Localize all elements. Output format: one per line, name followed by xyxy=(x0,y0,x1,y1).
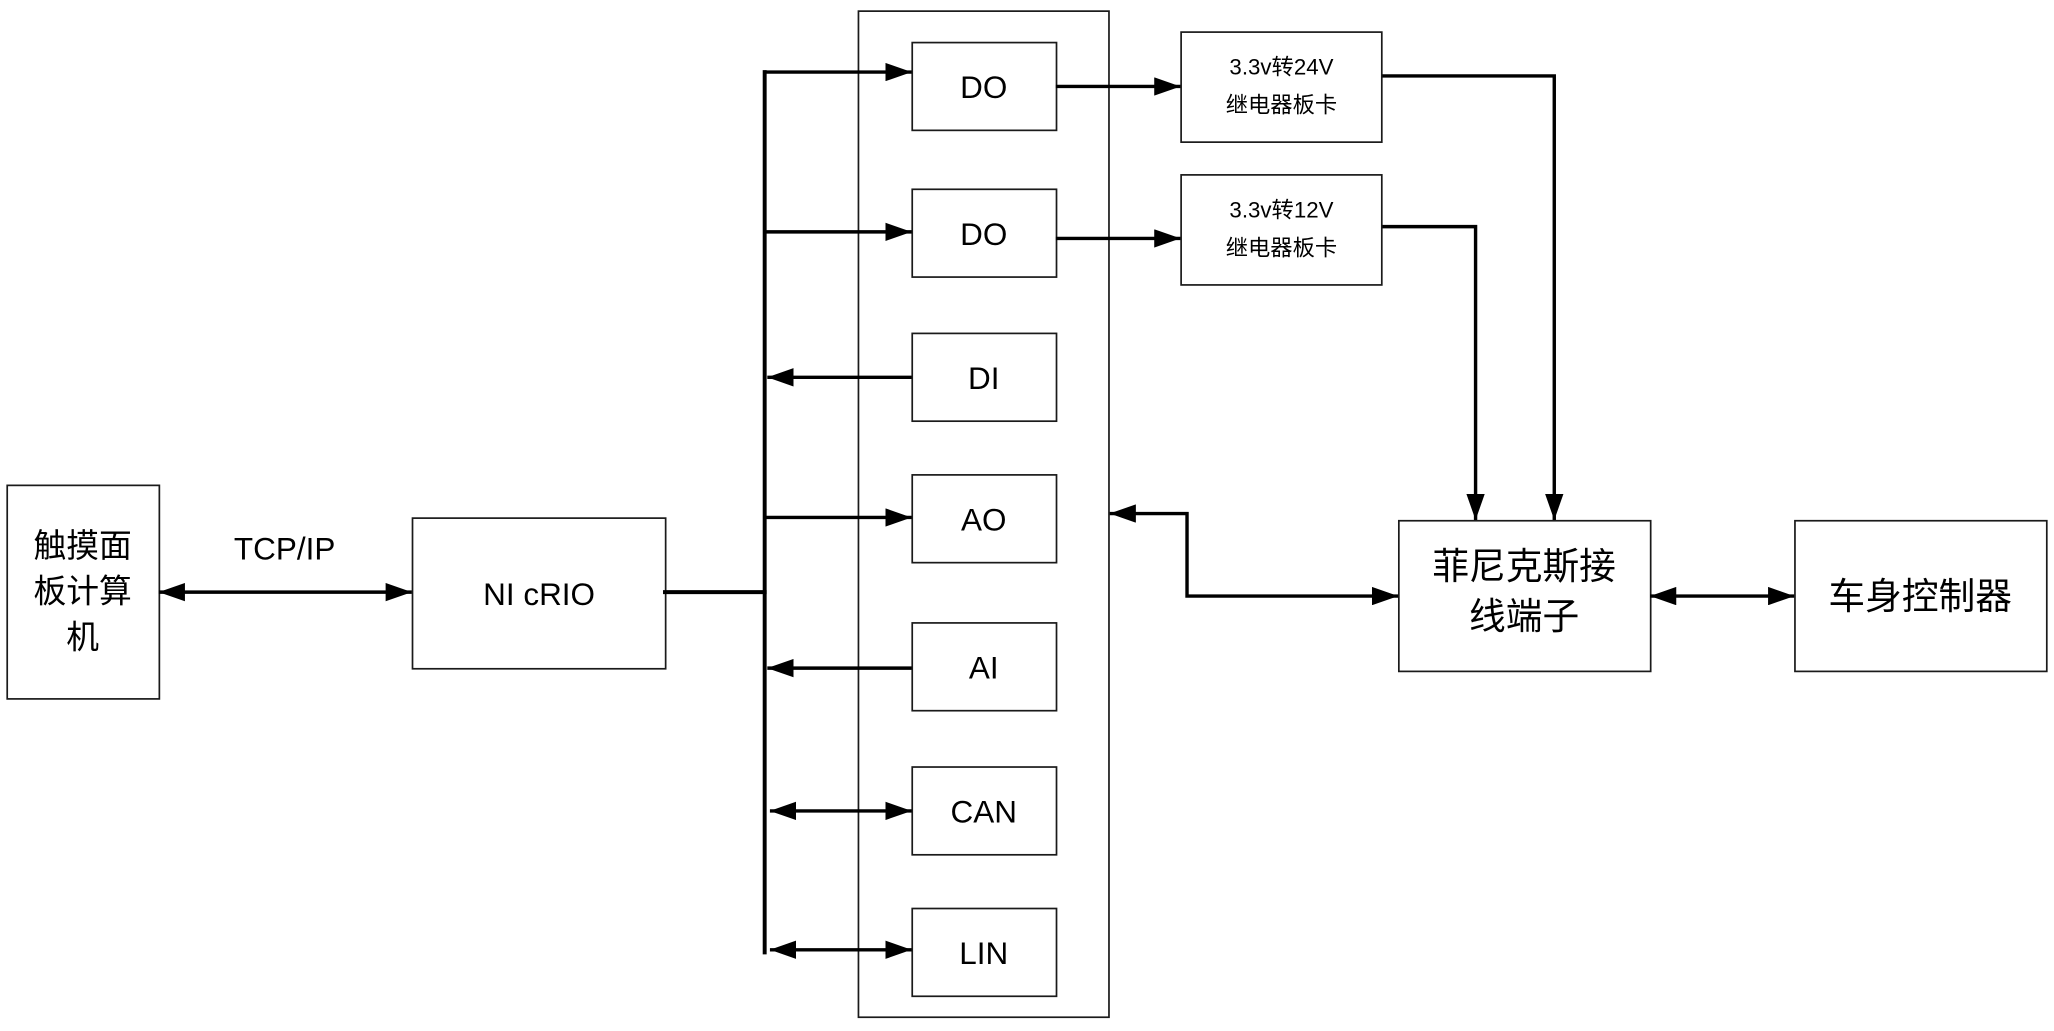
relay-12v-label-line-2: 继电器板卡 xyxy=(1226,235,1337,260)
phoenix-terminal-label-line-1: 菲尼克斯接 xyxy=(1432,546,1616,587)
module-ai-label: AI xyxy=(969,651,999,686)
module-di-label: DI xyxy=(968,361,999,396)
module-lin-label: LIN xyxy=(959,936,1008,971)
module-do-1-box xyxy=(911,41,1058,132)
touch-panel-label-line-1: 触摸面 xyxy=(33,527,131,564)
body-controller-box xyxy=(1794,519,2048,673)
module-lin: LIN xyxy=(911,907,1058,998)
relay-24v-node: 3.3v转24V 继电器板卡 xyxy=(1180,31,1383,143)
module-ao-box xyxy=(911,474,1058,564)
module-do-1-label: DO xyxy=(960,70,1007,105)
module-can: CAN xyxy=(911,766,1058,856)
module-ai-box xyxy=(911,622,1058,712)
touch-panel-label-line-2: 板计算 xyxy=(33,573,131,610)
module-can-box xyxy=(911,766,1058,856)
arrow-relay-24v-to-terminal xyxy=(1382,74,1564,521)
relay-24v-label-line-2: 继电器板卡 xyxy=(1226,93,1337,118)
module-do-2-box xyxy=(911,188,1058,278)
phoenix-terminal-label-line-2: 线端子 xyxy=(1469,596,1579,637)
relay-12v-node: 3.3v转12V 继电器板卡 xyxy=(1180,174,1383,286)
module-ao-label: AO xyxy=(961,503,1006,538)
tcp-ip-label: TCP/IP xyxy=(234,531,335,566)
ni-crio-box xyxy=(411,517,667,670)
relay-12v-box xyxy=(1180,174,1383,286)
module-lin-box xyxy=(911,907,1058,998)
module-ao: AO xyxy=(911,474,1058,564)
body-controller-label: 车身控制器 xyxy=(1828,576,2012,617)
ni-crio-label: NI cRIO xyxy=(483,577,595,612)
ni-crio-node: NI cRIO xyxy=(411,517,667,670)
module-di-box xyxy=(911,332,1058,423)
relay-12v-label-line-1: 3.3v转12V xyxy=(1229,197,1333,222)
relay-24v-box xyxy=(1180,31,1383,143)
arrow-relay-12v-to-terminal xyxy=(1382,224,1485,521)
touch-panel-box xyxy=(6,484,161,700)
module-do-1: DO xyxy=(911,41,1058,132)
module-ai: AI xyxy=(911,622,1058,712)
module-do-2: DO xyxy=(911,188,1058,278)
body-controller-node: 车身控制器 xyxy=(1794,519,2048,673)
phoenix-terminal-node: 菲尼克斯接 线端子 xyxy=(1397,519,1652,673)
io-module-container xyxy=(857,10,1110,1019)
touch-panel-label-line-3: 机 xyxy=(66,618,99,655)
touch-panel-node: 触摸面 板计算 机 xyxy=(6,484,161,700)
phoenix-terminal-box xyxy=(1397,519,1652,673)
module-do-2-label: DO xyxy=(960,217,1007,252)
module-can-label: CAN xyxy=(951,795,1017,830)
relay-24v-label-line-1: 3.3v转24V xyxy=(1229,55,1333,80)
arrow-ao-terminal-bidirectional xyxy=(1109,504,1399,606)
module-di: DI xyxy=(911,332,1058,423)
